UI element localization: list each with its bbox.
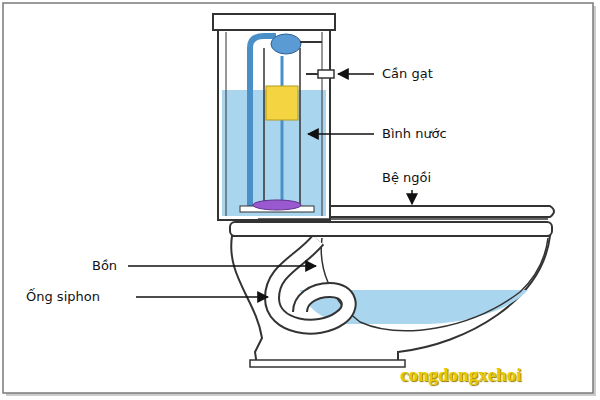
part-label: Bồn: [90, 258, 119, 274]
part-label: Bình nước: [380, 126, 449, 142]
part-label: Bệ ngồi: [380, 170, 433, 186]
part-label: Cần gạt: [380, 66, 435, 82]
watermark: congdongxehoi: [400, 364, 521, 386]
part-label: Ống siphon: [24, 289, 102, 305]
